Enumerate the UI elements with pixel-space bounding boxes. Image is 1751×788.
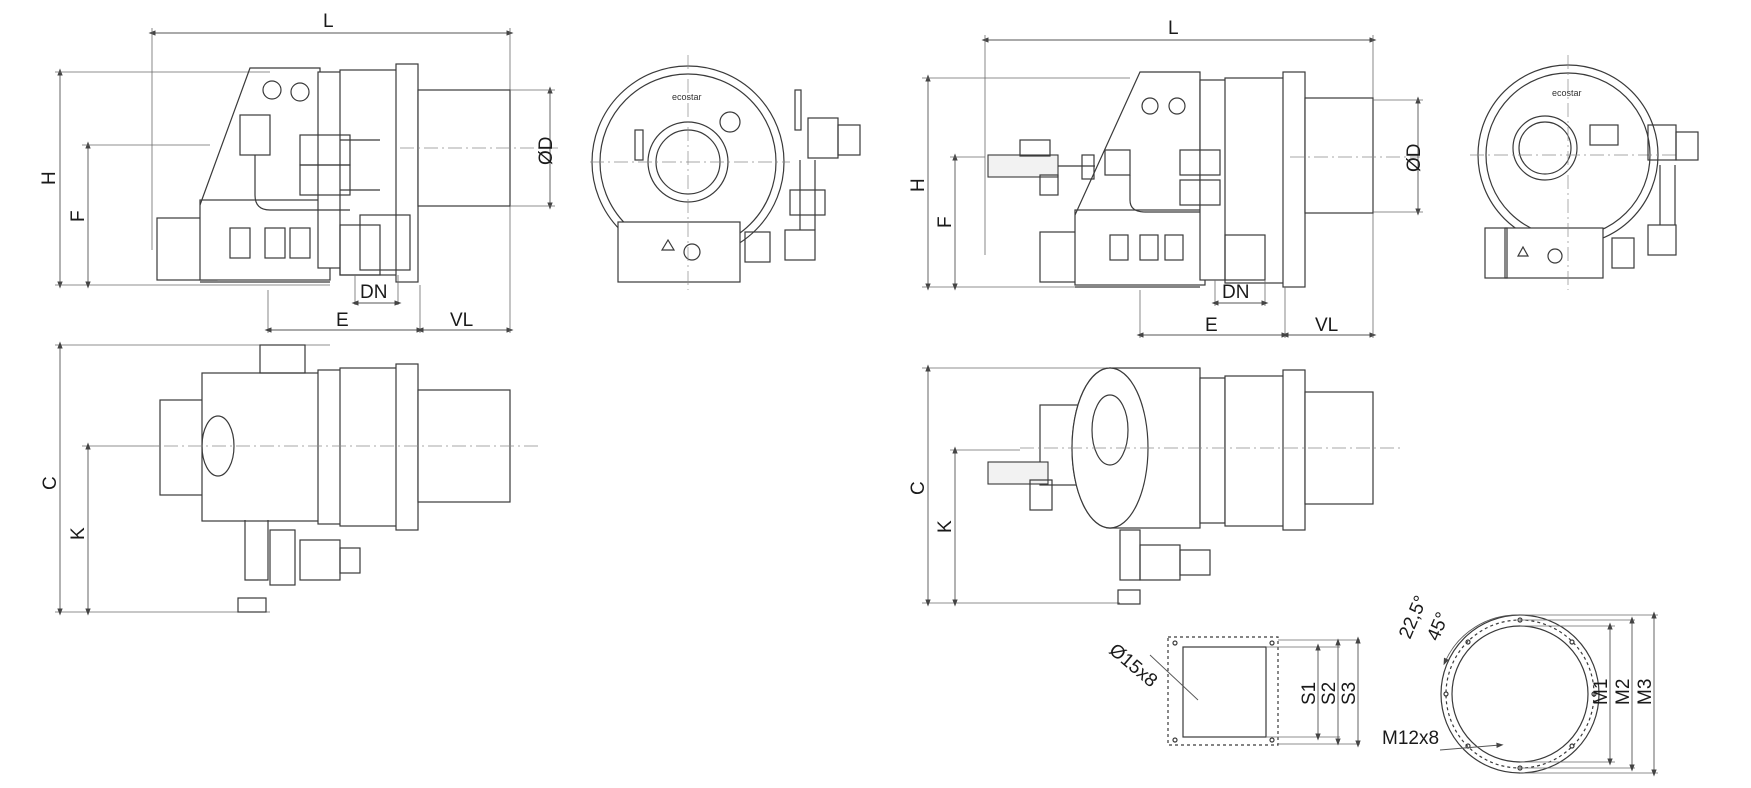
dim-K: K — [68, 527, 89, 540]
dim-L: L — [323, 11, 334, 32]
angle-45: 45° — [1423, 609, 1454, 644]
dim-M2: M2 — [1613, 679, 1634, 705]
square-flange: Ø15x8 S1 S2 S3 — [1105, 636, 1361, 748]
dim-diameter: ØD — [536, 137, 557, 166]
dim-E-right: E — [1205, 315, 1218, 336]
left-top-view: C K — [40, 341, 540, 616]
dim-DN: DN — [360, 282, 387, 303]
dim-diameter-right: ØD — [1404, 144, 1425, 173]
right-side-view: L H F DN — [908, 18, 1425, 338]
dim-M1: M1 — [1591, 679, 1612, 705]
round-flange: 22,5° 45° M12x8 M1 M2 M3 — [1382, 593, 1658, 777]
dim-C-right: C — [908, 481, 929, 495]
dim-C: C — [40, 476, 61, 490]
dim-S3: S3 — [1339, 682, 1360, 705]
dim-VL-right: VL — [1315, 315, 1338, 336]
dim-M3: M3 — [1635, 679, 1656, 705]
right-front-view: ecostar — [1470, 55, 1699, 290]
front-brand-label-right: ecostar — [1552, 88, 1582, 98]
dim-F: F — [68, 210, 89, 222]
left-side-view: L H F DN — [39, 11, 560, 333]
dim-F-right: F — [935, 216, 956, 228]
dim-L-right: L — [1168, 18, 1179, 39]
left-front-view: ecostar — [590, 55, 861, 290]
front-brand-label: ecostar — [672, 92, 702, 102]
dim-E: E — [336, 310, 349, 331]
dim-S1: S1 — [1299, 682, 1320, 705]
holes-label: Ø15x8 — [1105, 640, 1161, 692]
dim-DN-right: DN — [1222, 282, 1249, 303]
dim-VL: VL — [450, 310, 473, 331]
dim-S2: S2 — [1319, 682, 1340, 705]
right-top-view: C K — [908, 364, 1400, 607]
dim-K-right: K — [935, 520, 956, 533]
dim-H-right: H — [908, 178, 929, 192]
thread-label: M12x8 — [1382, 728, 1439, 749]
dim-H: H — [39, 171, 60, 185]
